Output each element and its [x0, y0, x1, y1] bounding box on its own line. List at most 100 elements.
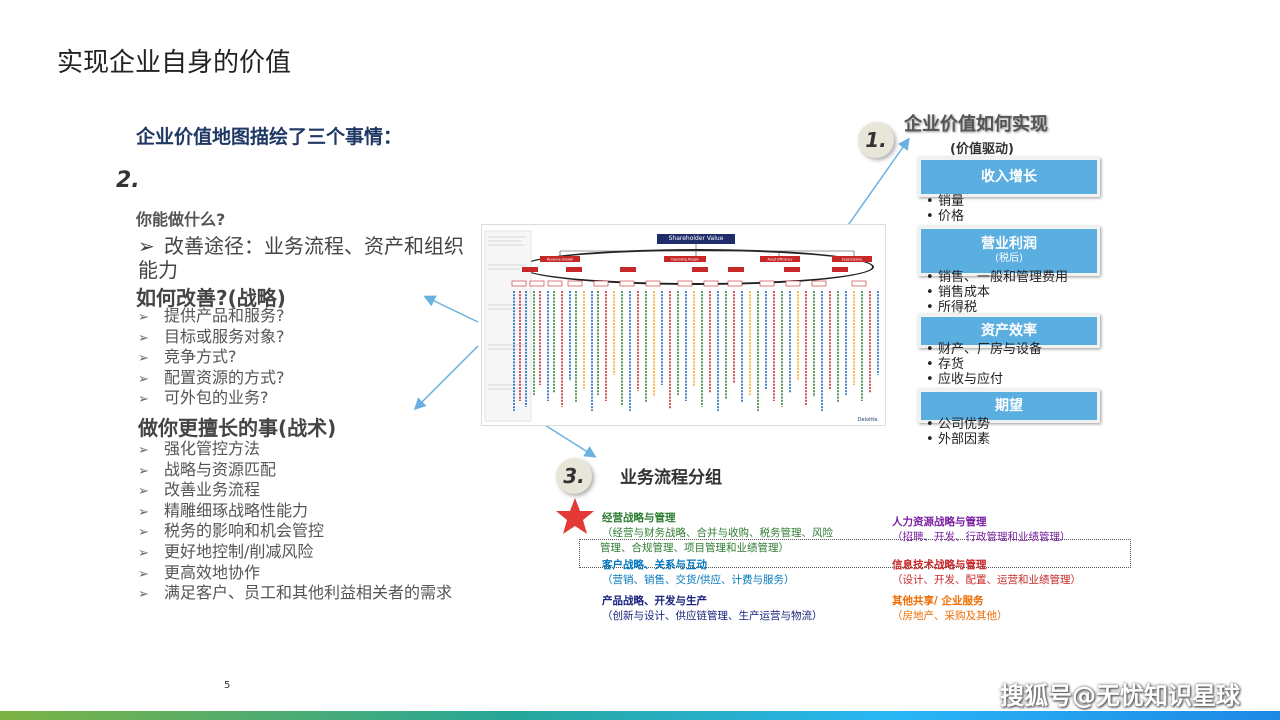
list-item: ➢改善业务流程: [138, 480, 452, 502]
list-item: 应收与应付: [926, 372, 1042, 387]
value-realization-title: 企业价值如何实现: [904, 114, 1048, 135]
arrow-to-process-groups: [539, 421, 597, 458]
list-item: 所得税: [926, 300, 1068, 315]
arrow-bullet-icon: ➢: [138, 330, 149, 346]
group-title: 客户战略、关系与互动: [602, 559, 707, 571]
list-item: ➢目标或服务对象?: [138, 327, 285, 349]
list-item: 价格: [926, 209, 964, 224]
question-do-what-you-do-best: 做你更擅长的事(战术): [138, 416, 337, 440]
driver-label: 期望: [995, 398, 1023, 414]
group-description: （房地产、采购及其他）: [892, 610, 1008, 622]
list-item: 存货: [926, 357, 1042, 372]
list-item: 公司优势: [926, 417, 990, 432]
asset-efficiency-items: 财产、厂房与设备 存货 应收与应付: [926, 342, 1042, 387]
process-group-it: 信息技术战略与管理 （设计、开发、配置、运营和业绩管理）: [892, 557, 1081, 587]
tactics-list: ➢强化管控方法 ➢战略与资源匹配 ➢改善业务流程 ➢精雕细琢战略性能力 ➢税务的…: [138, 439, 452, 605]
arrow-bullet-icon: ➢: [138, 443, 149, 458]
step-2-number: 2.: [116, 168, 140, 193]
svg-text:Expectations: Expectations: [842, 258, 863, 262]
list-item: ➢战略与资源匹配: [138, 460, 452, 482]
arrow-to-strategy: [423, 295, 479, 323]
arrow-bullet-icon: ➢: [138, 371, 149, 387]
arrow-bullet-icon: ➢: [138, 587, 149, 603]
list-item: 销量: [926, 194, 964, 209]
driver-label: 资产效率: [981, 323, 1037, 339]
arrow-bullet-icon: ➢: [138, 545, 149, 561]
list-item: 销售成本: [926, 285, 1068, 300]
question-how-to-improve: 如何改善?(战略): [136, 286, 286, 310]
list-item: ➢税务的影响和机会管控: [138, 522, 452, 543]
group-description: （创新与设计、供应链管理、生产运营与物流）: [602, 610, 823, 622]
arrow-bullet-icon: ➢: [138, 310, 149, 325]
strategy-list: ➢提供产品和服务? ➢目标或服务对象? ➢竞争方式? ➢配置资源的方式? ➢可外…: [138, 306, 285, 410]
enterprise-value-map-thumbnail: Shareholder Value Revenue Growth Operati…: [481, 224, 886, 426]
group-title: 人力资源战略与管理: [892, 516, 987, 528]
arrow-bullet-icon: ➢: [138, 463, 149, 479]
group-description: （经营与财务战略、合并与收购、税务管理、风险: [602, 527, 833, 539]
process-group-customer: 客户战略、关系与互动 （营销、销售、交货/供应、计费与服务）: [602, 557, 795, 587]
improvement-path-bullet: ➢改善途径：业务流程、资产和组织能力: [138, 234, 468, 282]
list-item: ➢提供产品和服务?: [138, 306, 285, 328]
list-item: ➢强化管控方法: [138, 439, 452, 461]
star-icon: [556, 498, 594, 534]
list-item: 外部因素: [926, 432, 990, 447]
process-groups-title: 业务流程分组: [620, 468, 722, 488]
group-description-2: 管理、合规管理、项目管理和业绩管理）: [600, 542, 789, 554]
list-item: ➢更好地控制/削减风险: [138, 542, 452, 564]
shareholder-value-node: Shareholder Value: [657, 234, 735, 244]
question-what-can-you-do: 你能做什么?: [136, 210, 226, 229]
list-item: ➢可外包的业务?: [138, 389, 285, 410]
group-title: 其他共享/ 企业服务: [892, 595, 984, 607]
list-item: ➢竞争方式?: [138, 347, 285, 369]
highlight-dotted-box: [579, 539, 1131, 568]
bottom-gradient-bar: [0, 711, 1280, 720]
group-description: （招聘、开发、行政管理和业绩管理）: [892, 531, 1071, 543]
process-group-product: 产品战略、开发与生产 （创新与设计、供应链管理、生产运营与物流）: [602, 593, 823, 623]
arrow-bullet-icon: ➢: [138, 351, 149, 367]
group-description: （营销、销售、交货/供应、计费与服务）: [602, 574, 795, 586]
list-item: ➢更高效地协作: [138, 563, 452, 585]
arrow-bullet-icon: ➢: [138, 566, 149, 582]
list-item: ➢精雕细琢战略性能力: [138, 501, 452, 523]
arrow-to-tactics: [413, 345, 479, 411]
step-3-number: 3.: [563, 464, 585, 488]
arrow-bullet-icon: ➢: [138, 392, 149, 408]
group-title: 经营战略与管理: [602, 512, 676, 524]
driver-box-revenue-growth: 收入增长: [918, 157, 1100, 197]
driver-sublabel: (税后): [995, 253, 1023, 264]
deloitte-logo: Deloitte.: [857, 417, 879, 423]
list-item: 销售、一般和管理费用: [926, 270, 1068, 285]
group-description: （设计、开发、配置、运营和业绩管理）: [892, 574, 1081, 586]
value-drivers-subtitle: (价值驱动): [950, 142, 1014, 157]
watermark-text: 搜狐号@无忧知识星球: [1000, 682, 1240, 710]
step-3-badge: 3.: [556, 458, 592, 494]
group-title: 产品战略、开发与生产: [602, 595, 707, 607]
driver-box-operating-margin: 营业利润 (税后): [918, 226, 1100, 276]
list-item: ➢配置资源的方式?: [138, 368, 285, 390]
arrow-bullet-icon: ➢: [138, 525, 149, 541]
svg-text:Revenue Growth: Revenue Growth: [547, 258, 573, 262]
svg-text:Asset Efficiency: Asset Efficiency: [767, 258, 792, 262]
operating-margin-items: 销售、一般和管理费用 销售成本 所得税: [926, 270, 1068, 315]
process-group-business-strategy: 经营战略与管理 （经营与财务战略、合并与收购、税务管理、风险 管理、合规管理、项…: [600, 510, 833, 555]
slide-title: 实现企业自身的价值: [57, 48, 292, 78]
svg-text:Operating Margin: Operating Margin: [671, 258, 699, 262]
driver-box-expectations: 期望: [918, 389, 1100, 423]
value-map-tree: Revenue Growth Operating Margin Asset Ef…: [484, 230, 879, 422]
arrow-bullet-icon: ➢: [138, 504, 149, 520]
improvement-path-text: 改善途径：业务流程、资产和组织能力: [138, 234, 464, 282]
process-group-hr: 人力资源战略与管理 （招聘、开发、行政管理和业绩管理）: [892, 514, 1071, 544]
page-number: 5: [224, 680, 231, 691]
process-group-shared-services: 其他共享/ 企业服务 （房地产、采购及其他）: [892, 593, 1008, 623]
driver-label: 收入增长: [981, 169, 1037, 185]
list-item: ➢满足客户、员工和其他利益相关者的需求: [138, 583, 452, 605]
arrow-bullet-icon: ➢: [138, 234, 155, 258]
expectations-items: 公司优势 外部因素: [926, 417, 990, 447]
arrow-bullet-icon: ➢: [138, 484, 149, 500]
step-1-number: 1.: [865, 128, 887, 152]
group-title: 信息技术战略与管理: [892, 559, 987, 571]
step-1-badge: 1.: [858, 122, 894, 158]
list-item: 财产、厂房与设备: [926, 342, 1042, 357]
revenue-growth-items: 销量 价格: [926, 194, 964, 224]
value-map-subtitle: 企业价值地图描绘了三个事情：: [136, 126, 403, 148]
